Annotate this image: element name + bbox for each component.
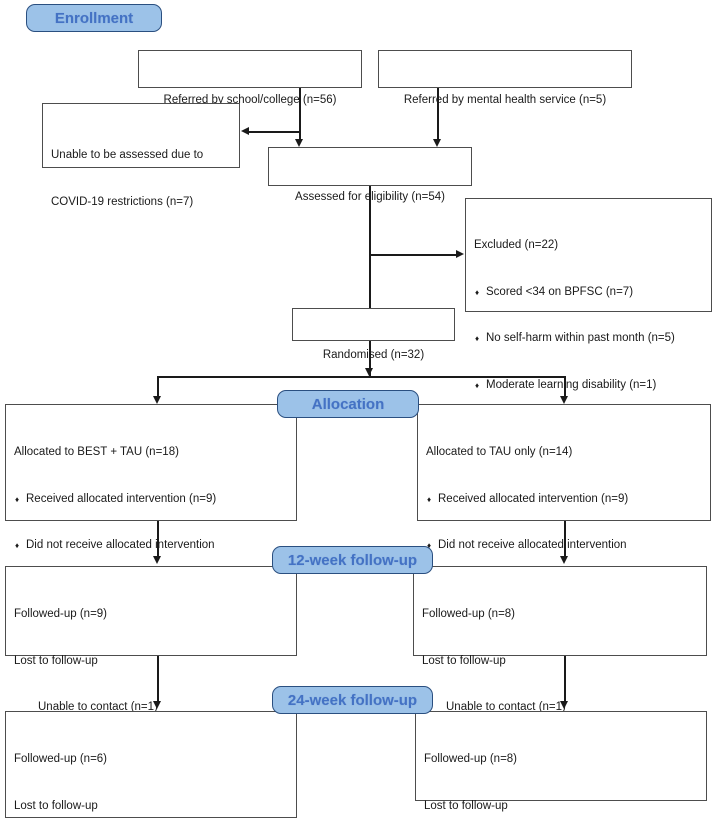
- fu12-intervention-heading: Followed-up (n=9): [14, 608, 108, 620]
- referral-mental-health-line: Referred by mental health service (n=5): [403, 94, 607, 106]
- box-randomised: Randomised (n=32): [292, 308, 455, 361]
- box-referral-school: Referred by school/college (n=56): [138, 50, 362, 106]
- connector-mentalhealth-to-assessed: [437, 88, 439, 140]
- fu12-control-heading: Followed-up (n=8): [422, 608, 516, 620]
- stage-badge-enrollment: Enrollment: [26, 4, 162, 32]
- connector-fu12-to-fu24-right: [564, 656, 566, 704]
- fu24-intervention-subheading: Lost to follow-up: [14, 799, 98, 812]
- box-followup12-intervention: Followed-up (n=9) Lost to follow-up Unab…: [5, 566, 297, 760]
- connector-to-excluded: [369, 254, 457, 256]
- unable-assessed-line-2: COVID-19 restrictions (n=7): [51, 195, 194, 208]
- arrowhead-fu12-to-fu24-right: [560, 701, 568, 709]
- box-referral-mental-health: Referred by mental health service (n=5): [378, 50, 632, 106]
- fu12-control-sub-1: Unable to contact (n=1): [446, 701, 566, 713]
- box-followup24-intervention: Followed-up (n=6) Lost to follow-up Part…: [5, 711, 297, 818]
- box-unable-to-be-assessed: Unable to be assessed due to COVID-19 re…: [42, 103, 240, 208]
- alloc-intervention-bullet-2: Did not receive allocated intervention: [14, 538, 290, 554]
- unable-assessed-line-1: Unable to be assessed due to: [51, 149, 204, 161]
- stage-badge-enrollment-label: Enrollment: [54, 9, 134, 27]
- fu24-control-subheading: Lost to follow-up: [424, 799, 508, 812]
- alloc-intervention-bullet-1: Received allocated intervention (n=9): [14, 492, 290, 508]
- stage-badge-24-week-follow-up: 24-week follow-up: [272, 686, 433, 714]
- connector-allocation-left-drop: [157, 376, 159, 400]
- alloc-control-heading: Allocated to TAU only (n=14): [426, 446, 573, 458]
- arrowhead-alloc-to-fu12-right: [560, 556, 568, 564]
- arrowhead-fu12-to-fu24-left: [153, 701, 161, 709]
- connector-assessed-to-randomised: [369, 186, 371, 308]
- fu12-intervention-subheading: Lost to follow-up: [14, 654, 98, 667]
- connector-school-to-assessed: [299, 88, 301, 140]
- box-allocated-control: Allocated to TAU only (n=14) Received al…: [417, 404, 711, 598]
- excluded-reason-2: No self-harm within past month (n=5): [474, 331, 705, 347]
- excluded-reason-1: Scored <34 on BPFSC (n=7): [474, 285, 705, 301]
- alloc-intervention-heading: Allocated to BEST + TAU (n=18): [14, 446, 179, 458]
- arrowhead-allocation-left: [153, 396, 161, 404]
- box-allocated-intervention: Allocated to BEST + TAU (n=18) Received …: [5, 404, 297, 644]
- arrowhead-school-to-assessed: [295, 139, 303, 147]
- fu24-intervention-heading: Followed-up (n=6): [14, 753, 108, 765]
- connector-randomised-down: [369, 341, 371, 376]
- connector-allocation-split: [157, 376, 565, 378]
- box-excluded: Excluded (n=22) Scored <34 on BPFSC (n=7…: [465, 198, 712, 486]
- arrowhead-to-excluded: [456, 250, 464, 258]
- stage-badge-allocation-label: Allocation: [311, 395, 385, 413]
- arrowhead-randomised-down: [365, 368, 373, 376]
- box-followup12-control: Followed-up (n=8) Lost to follow-up Unab…: [413, 566, 707, 760]
- assessed-eligibility-line: Assessed for eligibility (n=54): [295, 191, 445, 203]
- arrowhead-to-unable-assessed: [241, 127, 249, 135]
- box-followup24-control: Followed-up (n=8) Lost to follow-up Unab…: [415, 711, 707, 812]
- connector-fu12-to-fu24-left: [157, 656, 159, 704]
- excluded-heading: Excluded (n=22): [474, 239, 559, 251]
- stage-badge-24-week-follow-up-label: 24-week follow-up: [287, 691, 418, 709]
- arrowhead-alloc-to-fu12-left: [153, 556, 161, 564]
- alloc-control-bullet-1: Received allocated intervention (n=9): [426, 492, 704, 508]
- fu12-intervention-sub-1: Unable to contact (n=1): [38, 701, 158, 713]
- arrowhead-allocation-right: [560, 396, 568, 404]
- stage-badge-allocation: Allocation: [277, 390, 419, 418]
- alloc-control-bullet-2: Did not receive allocated intervention: [426, 538, 704, 554]
- box-assessed-for-eligibility: Assessed for eligibility (n=54): [268, 147, 472, 203]
- arrowhead-mentalhealth-to-assessed: [433, 139, 441, 147]
- randomised-line: Randomised (n=32): [322, 349, 425, 361]
- connector-to-unable-assessed: [249, 131, 300, 133]
- fu24-control-heading: Followed-up (n=8): [424, 753, 518, 765]
- excluded-reason-3: Moderate learning disability (n=1): [474, 378, 705, 394]
- fu12-control-subheading: Lost to follow-up: [422, 654, 506, 667]
- stage-badge-12-week-follow-up-label: 12-week follow-up: [287, 551, 418, 569]
- stage-badge-12-week-follow-up: 12-week follow-up: [272, 546, 433, 574]
